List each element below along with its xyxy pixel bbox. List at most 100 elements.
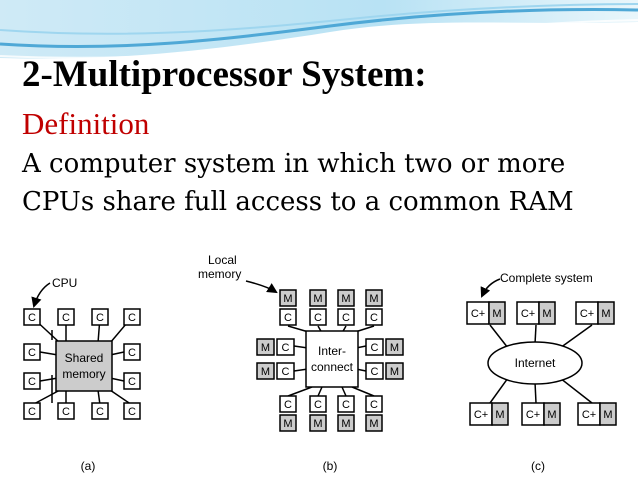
computer-memory-box xyxy=(538,301,556,325)
cpu-box xyxy=(337,308,355,326)
cpu-box xyxy=(365,362,384,380)
cpu-letter: C xyxy=(371,366,379,378)
computer-cpu-letter: C+ xyxy=(521,308,535,320)
memory-box xyxy=(309,414,327,432)
computer-cpu-letter: C+ xyxy=(580,308,594,320)
complete-system-arrow xyxy=(480,278,501,298)
cpu-letter: C xyxy=(96,312,104,324)
memory-letter: M xyxy=(369,418,378,430)
cpu-letter: C xyxy=(371,342,379,354)
computer-memory-letter: M xyxy=(601,308,610,320)
diagram-interconnect: Local memory Inter- connect M M xyxy=(198,253,404,473)
cpu-box xyxy=(57,402,75,420)
cpu-box xyxy=(23,402,41,420)
memory-box xyxy=(337,414,355,432)
cpu-box xyxy=(276,338,295,356)
cpu-letter: C xyxy=(128,406,136,418)
internet-cloud xyxy=(487,341,583,385)
computer-memory-box xyxy=(599,402,617,426)
computer-boxes: C+ M C+ M C+ M C+ M C+ M C+ M xyxy=(466,301,617,426)
interconnect-label-line-2: connect xyxy=(311,360,354,374)
computer-memory-box xyxy=(597,301,615,325)
memory-letter: M xyxy=(313,293,322,305)
cpu-letter: C xyxy=(284,399,292,411)
cpu-box xyxy=(309,395,327,413)
slide-title: 2-Multiprocessor System: xyxy=(22,54,427,95)
memory-box xyxy=(256,362,275,380)
cpu-box xyxy=(365,308,383,326)
cpu-callout-arrow xyxy=(31,282,51,309)
computer-cpu-letter: C+ xyxy=(471,308,485,320)
computer-cpu-letter: C+ xyxy=(526,409,540,421)
memory-letter: M xyxy=(261,366,270,378)
computer-memory-letter: M xyxy=(492,308,501,320)
memory-letter: M xyxy=(390,342,399,354)
cpu-box xyxy=(91,402,109,420)
memory-box xyxy=(309,289,327,307)
definition-line-1: A computer system in which two or more xyxy=(22,149,566,179)
caption-a: (a) xyxy=(81,459,96,473)
computer-memory-box xyxy=(543,402,561,426)
memory-letter: M xyxy=(341,293,350,305)
memory-letter: M xyxy=(283,418,292,430)
cpu-box xyxy=(123,372,141,390)
cpu-box xyxy=(309,308,327,326)
memory-box xyxy=(256,338,275,356)
memory-letter: M xyxy=(341,418,350,430)
cpu-letter: C xyxy=(128,376,136,388)
cpu-letter: C xyxy=(282,342,290,354)
computer-memory-letter: M xyxy=(542,308,551,320)
slide-subtitle: Definition xyxy=(22,106,150,141)
cpu-letter: C xyxy=(62,406,70,418)
cpu-box xyxy=(123,402,141,420)
local-memory-arrow xyxy=(245,280,278,294)
memory-box xyxy=(279,289,297,307)
cpu-letter: C xyxy=(96,406,104,418)
memory-letter: M xyxy=(390,366,399,378)
memory-box xyxy=(365,414,383,432)
cpu-letter: C xyxy=(314,312,322,324)
internet-links xyxy=(489,324,593,404)
cpu-box xyxy=(279,308,297,326)
memory-box xyxy=(279,414,297,432)
cpu-letter: C xyxy=(314,399,322,411)
complete-system-label: Complete system xyxy=(500,271,593,285)
cpu-box xyxy=(23,372,41,390)
interconnect-label-line-1: Inter- xyxy=(318,344,346,358)
cpu-boxes: C C C C C C C C C C C C xyxy=(23,308,141,420)
internet-label: Internet xyxy=(515,356,556,370)
cpu-box xyxy=(91,308,109,326)
memory-letter: M xyxy=(369,293,378,305)
cpu-box xyxy=(23,343,41,361)
cpu-box xyxy=(23,308,41,326)
cpu-callout-label: CPU xyxy=(52,276,77,290)
header-banner xyxy=(0,0,638,59)
multiprocessor-figure: Shared memory C C C C C C C C C C C xyxy=(23,253,617,473)
cpu-letter: C xyxy=(370,312,378,324)
computer-memory-letter: M xyxy=(547,409,556,421)
cpu-letter: C xyxy=(370,399,378,411)
computer-cpu-letter: C+ xyxy=(582,409,596,421)
computer-cpu-letter: C+ xyxy=(474,409,488,421)
node-boxes: M M M M C C C C M C M C C xyxy=(256,289,404,432)
memory-box xyxy=(385,338,404,356)
cpu-letter: C xyxy=(282,366,290,378)
shared-memory-label-line-1: Shared xyxy=(65,351,104,365)
cpu-box xyxy=(365,338,384,356)
cpu-box xyxy=(337,395,355,413)
caption-c: (c) xyxy=(531,459,545,473)
computer-memory-box xyxy=(488,301,506,325)
memory-box xyxy=(365,289,383,307)
shared-memory-box xyxy=(55,340,113,392)
interconnect-box xyxy=(305,330,359,388)
computer-memory-box xyxy=(491,402,509,426)
cpu-letter: C xyxy=(28,347,36,359)
memory-letter: M xyxy=(283,293,292,305)
cpu-box xyxy=(123,343,141,361)
cpu-box xyxy=(57,308,75,326)
caption-b: (b) xyxy=(323,459,338,473)
cpu-box xyxy=(276,362,295,380)
cpu-letter: C xyxy=(342,312,350,324)
cpu-letter: C xyxy=(284,312,292,324)
computer-memory-letter: M xyxy=(495,409,504,421)
